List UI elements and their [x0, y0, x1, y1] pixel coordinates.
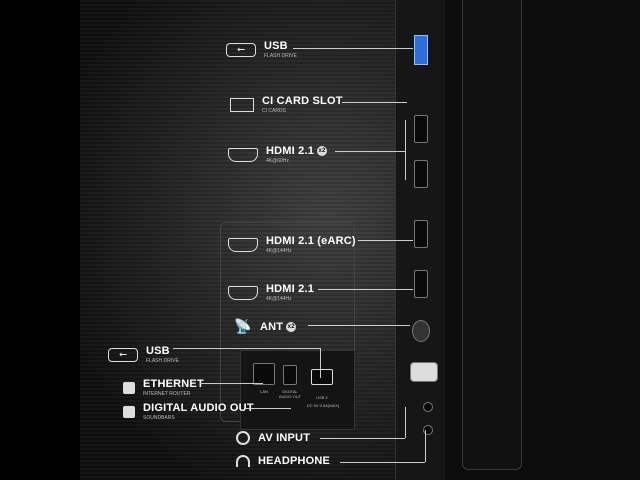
- hdmi-60-title: HDMI 2.1: [266, 145, 315, 157]
- ethernet-title: ETHERNET: [143, 378, 204, 390]
- lan-port: [253, 363, 275, 385]
- ethernet-sub: INTERNET ROUTER: [143, 391, 191, 397]
- lower-port-panel: LAN DIGITAL AUDIO OUT USB 2 DC 5V 0.5A(M…: [240, 350, 355, 430]
- hdmi-icon: [228, 285, 258, 300]
- optical-sub: SOUNDBARS: [143, 415, 175, 421]
- hdmi-port-4: [414, 270, 428, 298]
- usb-bottom-title: USB: [146, 345, 170, 357]
- label-hdmi-earc: HDMI 2.1 (eARC)4K@144Hz: [228, 235, 356, 254]
- hdmi-icon: [228, 147, 258, 162]
- label-av-input: AV INPUT: [236, 431, 310, 445]
- card-slot-icon: [230, 97, 254, 112]
- av-jack: [423, 402, 433, 412]
- lan-print: LAN: [260, 389, 268, 394]
- ethernet-icon: [123, 381, 135, 394]
- ci-title: CI CARD SLOT: [262, 95, 343, 107]
- usb-print: USB 2: [316, 395, 328, 400]
- av-icon: [236, 431, 250, 445]
- antenna-icon: 📡: [234, 318, 252, 334]
- hdmi-port-1: [414, 115, 428, 143]
- hdmi-earc-sub: 4K@144Hz: [266, 248, 292, 254]
- side-label-panel: [462, 0, 522, 470]
- usb-icon: ⭠: [108, 347, 138, 362]
- headphone-icon: [236, 455, 250, 467]
- ant-port-1: [412, 320, 430, 342]
- optical-title: DIGITAL AUDIO OUT: [143, 402, 254, 414]
- hdmi-144-title: HDMI 2.1: [266, 283, 315, 295]
- av-title: AV INPUT: [258, 432, 311, 444]
- hdmi-port-2: [414, 160, 428, 188]
- ant-port-2: [410, 362, 438, 382]
- ci-sub: CI CARDS: [262, 108, 286, 114]
- optical-print: DIGITAL AUDIO OUT: [278, 389, 302, 399]
- usb-title: USB: [264, 40, 288, 52]
- usb-port-top: [414, 35, 428, 65]
- hdmi-icon: [228, 237, 258, 252]
- headphone-title: HEADPHONE: [258, 455, 331, 467]
- usb-sub: FLASH DRIVE: [264, 53, 297, 59]
- hdmi-port-earc: [414, 220, 428, 248]
- headphone-jack: [423, 425, 433, 435]
- optical-icon: [123, 405, 135, 418]
- label-headphone: HEADPHONE: [236, 455, 330, 467]
- usb-rating-print: DC 5V 0.5A(MAX): [306, 403, 340, 408]
- ant-title: ANT: [260, 320, 284, 333]
- count-badge: x2: [286, 321, 297, 332]
- optical-port: [283, 365, 297, 385]
- usb-port-bottom: [311, 369, 333, 385]
- usb-bottom-sub: FLASH DRIVE: [146, 358, 179, 364]
- hdmi-earc-title: HDMI 2.1 (eARC): [266, 235, 356, 247]
- count-badge: x2: [317, 146, 328, 157]
- hdmi-60-sub: 4K@60Hz: [266, 158, 289, 164]
- hdmi-144-sub: 4K@144Hz: [266, 296, 292, 302]
- usb-icon: ⭠: [226, 42, 256, 57]
- tv-back-panel: [80, 0, 410, 480]
